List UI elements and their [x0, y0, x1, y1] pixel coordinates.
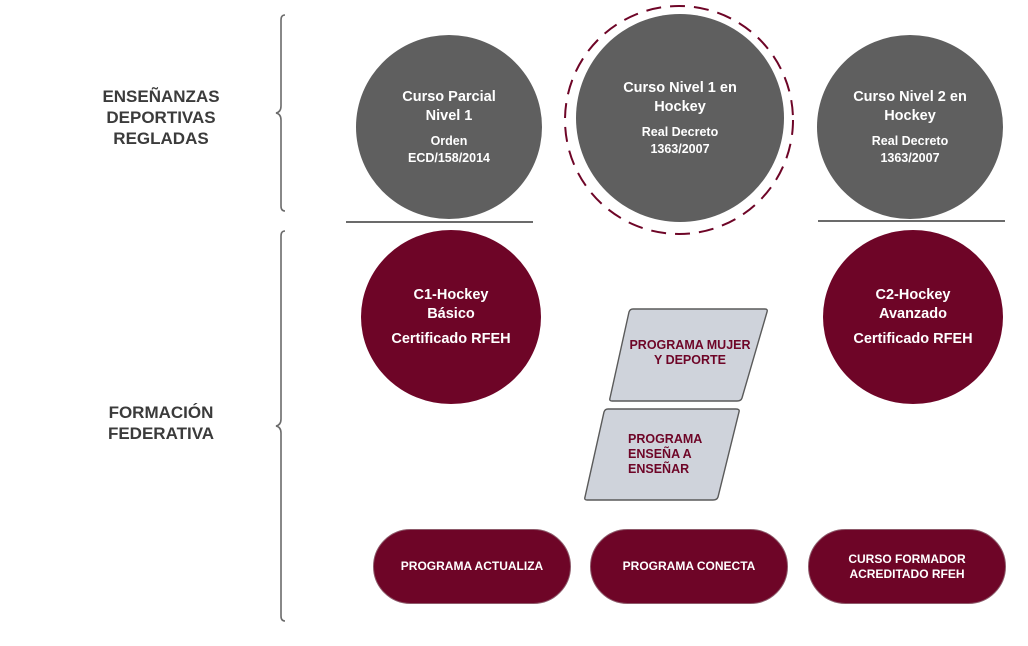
certificate-circle-c1[interactable]: C1-Hockey Básico Certificado RFEH: [361, 230, 541, 404]
course-title: Curso Nivel 1 en Hockey: [623, 79, 737, 115]
course-regulation: Real Decreto 1363/2007: [641, 124, 719, 156]
program-label-ensena-ensenar: PROGRAMA ENSEÑA A ENSEÑAR: [628, 432, 703, 476]
program-pill-formador-acreditado[interactable]: CURSO FORMADOR ACREDITADO RFEH: [808, 529, 1006, 604]
course-title: Curso Parcial Nivel 1: [402, 88, 496, 124]
brace-federativa: [275, 230, 286, 622]
program-shape-mujer-deporte[interactable]: [605, 306, 771, 404]
certificate-title: C2-Hockey Avanzado: [875, 286, 951, 322]
label-line: ENSEÑANZAS: [102, 87, 220, 106]
course-regulation: Orden ECD/158/2014: [407, 133, 490, 165]
certificate-type: Certificado RFEH: [853, 330, 973, 347]
course-circle-nivel-2-hockey[interactable]: Curso Nivel 2 en Hockey Real Decreto 136…: [817, 35, 1003, 219]
label-line: REGLADAS: [113, 129, 209, 148]
label-line: DEPORTIVAS: [106, 108, 216, 127]
program-pill-conecta[interactable]: PROGRAMA CONECTA: [590, 529, 788, 604]
divider-line-right: [818, 220, 1005, 222]
certificate-circle-c2[interactable]: C2-Hockey Avanzado Certificado RFEH: [823, 230, 1003, 404]
certificate-type: Certificado RFEH: [391, 330, 511, 347]
course-regulation: Real Decreto 1363/2007: [871, 133, 949, 165]
course-circle-nivel-1-hockey[interactable]: Curso Nivel 1 en Hockey Real Decreto 136…: [576, 14, 784, 222]
highlight-dashed-ring: [564, 5, 794, 235]
course-title: Curso Nivel 2 en Hockey: [853, 88, 967, 124]
label-line: FEDERATIVA: [107, 424, 215, 443]
brace-regladas: [275, 14, 286, 212]
label-line: FORMACIÓN: [108, 403, 214, 422]
program-pill-actualiza[interactable]: PROGRAMA ACTUALIZA: [373, 529, 571, 604]
course-circle-parcial-nivel-1[interactable]: Curso Parcial Nivel 1 Orden ECD/158/2014: [356, 35, 542, 219]
program-shape-ensena-ensenar[interactable]: [580, 406, 746, 504]
program-label-mujer-deporte: PROGRAMA MUJER Y DEPORTE: [629, 338, 751, 367]
divider-line-left: [346, 221, 533, 223]
section-label-regladas: ENSEÑANZAS DEPORTIVAS REGLADAS: [86, 86, 236, 149]
section-label-federativa: FORMACIÓN FEDERATIVA: [86, 402, 236, 444]
certificate-title: C1-Hockey Básico: [413, 286, 489, 322]
